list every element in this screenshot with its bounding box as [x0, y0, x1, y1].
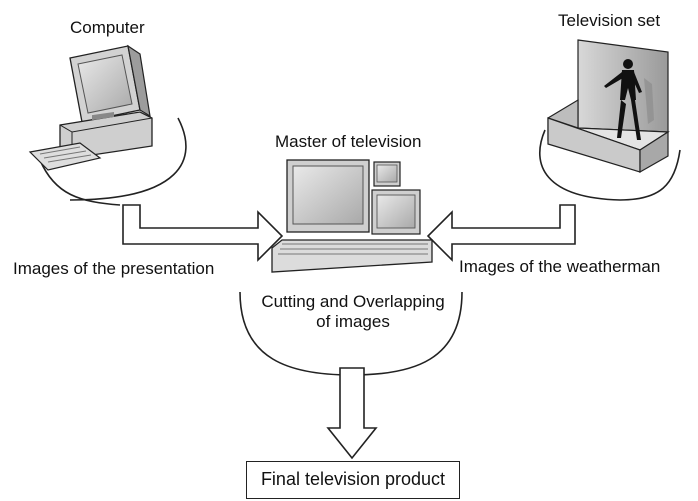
flow-curve-right	[538, 129, 681, 201]
weatherman-figure-icon	[604, 59, 654, 140]
master-label: Master of television	[275, 132, 422, 151]
cutting-overlapping-label: Cutting and Overlapping of images	[246, 292, 460, 332]
computer-icon	[28, 44, 153, 171]
computer-label: Computer	[70, 18, 145, 37]
weatherman-images-label: Images of the weatherman	[459, 257, 661, 276]
presentation-images-label: Images of the presentation	[13, 259, 215, 278]
flow-curve-left	[69, 117, 187, 201]
cutting-line-2: of images	[316, 312, 390, 331]
cutting-line-1: Cutting and Overlapping	[261, 292, 445, 311]
arrow-down-to-final	[326, 367, 378, 460]
master-console-icon	[271, 159, 433, 273]
arrow-right-to-master	[426, 204, 576, 262]
final-product-box: Final television product	[246, 461, 460, 499]
flow-curve-left-under	[39, 159, 121, 206]
arrow-left-to-master	[122, 204, 284, 262]
television-set-label: Television set	[558, 11, 661, 30]
television-set-icon	[547, 39, 670, 174]
